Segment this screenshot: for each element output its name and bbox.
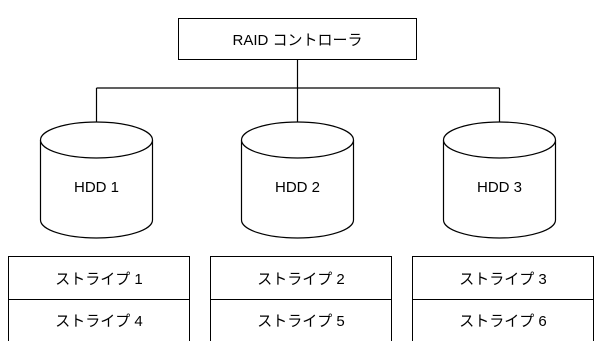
raid-controller-box: RAID コントローラ [178,18,417,60]
hdd-label-3: HDD 3 [476,179,522,196]
stripe-cell: ストライプ 5 [211,299,391,341]
hdd-cylinder-2 [240,121,355,239]
stripe-cell: ストライプ 2 [257,270,345,288]
hdd-cylinder-3 [442,121,557,239]
hdd-label-2: HDD 2 [274,179,320,196]
stripe-cell: ストライプ 3 [459,270,547,288]
stripe-table-hdd-2: ストライプ 2 ストライプ 5 [210,256,392,341]
stripe-cell: ストライプ 4 [9,299,189,341]
stripe-cell: ストライプ 1 [55,270,143,288]
raid-controller-label: RAID コントローラ [232,31,363,49]
hdd-cylinder-1 [39,121,154,239]
stripe-table-hdd-1: ストライプ 1 ストライプ 4 [8,256,190,341]
stripe-table-hdd-3: ストライプ 3 ストライプ 6 [412,256,594,341]
hdd-label-1: HDD 1 [73,179,119,196]
stripe-cell: ストライプ 6 [413,299,593,341]
